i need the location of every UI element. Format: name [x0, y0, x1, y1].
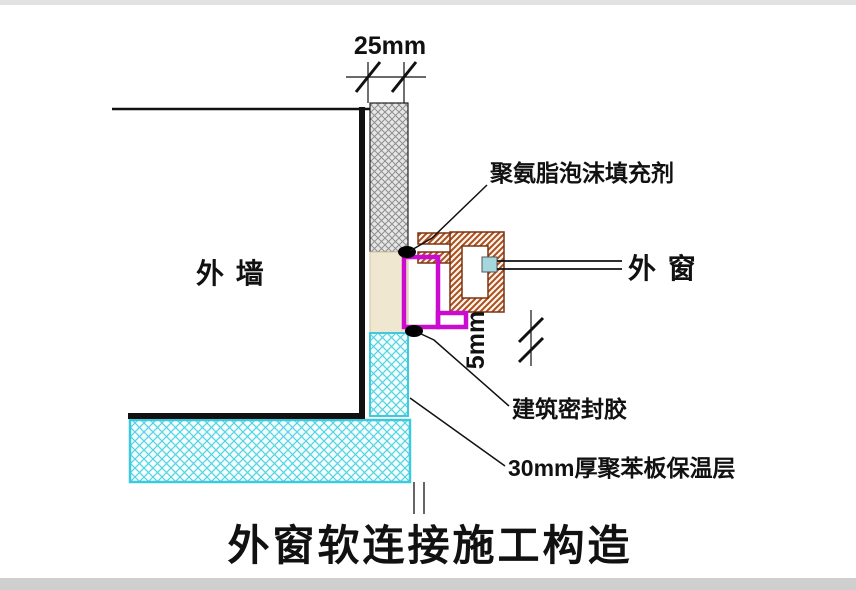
frame-profile-ring: [449, 231, 505, 313]
label-insulation: 30mm厚聚苯板保温层: [508, 455, 735, 481]
wall-hatch-strip: [369, 102, 409, 253]
page-edge-bottom: [0, 578, 856, 590]
leader-insulation: [409, 397, 506, 467]
insulation-slab: [128, 418, 412, 484]
dim-25mm-label: 25mm: [354, 32, 426, 60]
sealant-dot-top: [398, 246, 416, 258]
diagram-title: 外窗软连接施工构造: [227, 522, 632, 569]
insulation-strip: [369, 332, 409, 417]
leader-foam-filler: [409, 184, 488, 252]
window-frame-section: [398, 231, 622, 337]
dim-5mm-label: 5mm: [462, 311, 490, 369]
label-sealant: 建筑密封胶: [512, 396, 627, 422]
glass-pane: [481, 256, 498, 273]
sub-frame-magenta-foot: [435, 310, 469, 330]
foam-region: [369, 251, 409, 334]
page-edge-top: [0, 0, 856, 5]
dimension-5mm: 5mm: [462, 310, 545, 369]
label-exterior-wall: 外 墙: [196, 258, 266, 289]
sealant-dot-bottom: [405, 325, 423, 337]
leader-sealant: [418, 332, 510, 407]
label-exterior-window: 外 窗: [628, 252, 698, 284]
slab-reference-lines: [413, 482, 425, 514]
sub-frame-magenta: [401, 254, 441, 330]
glass-lines: [497, 260, 622, 270]
wall-outline: [112, 107, 370, 419]
label-foam-filler: 聚氨脂泡沫填充剂: [489, 160, 674, 186]
exterior-wall-section: [112, 102, 425, 514]
dimension-25mm: 25mm: [346, 32, 426, 103]
